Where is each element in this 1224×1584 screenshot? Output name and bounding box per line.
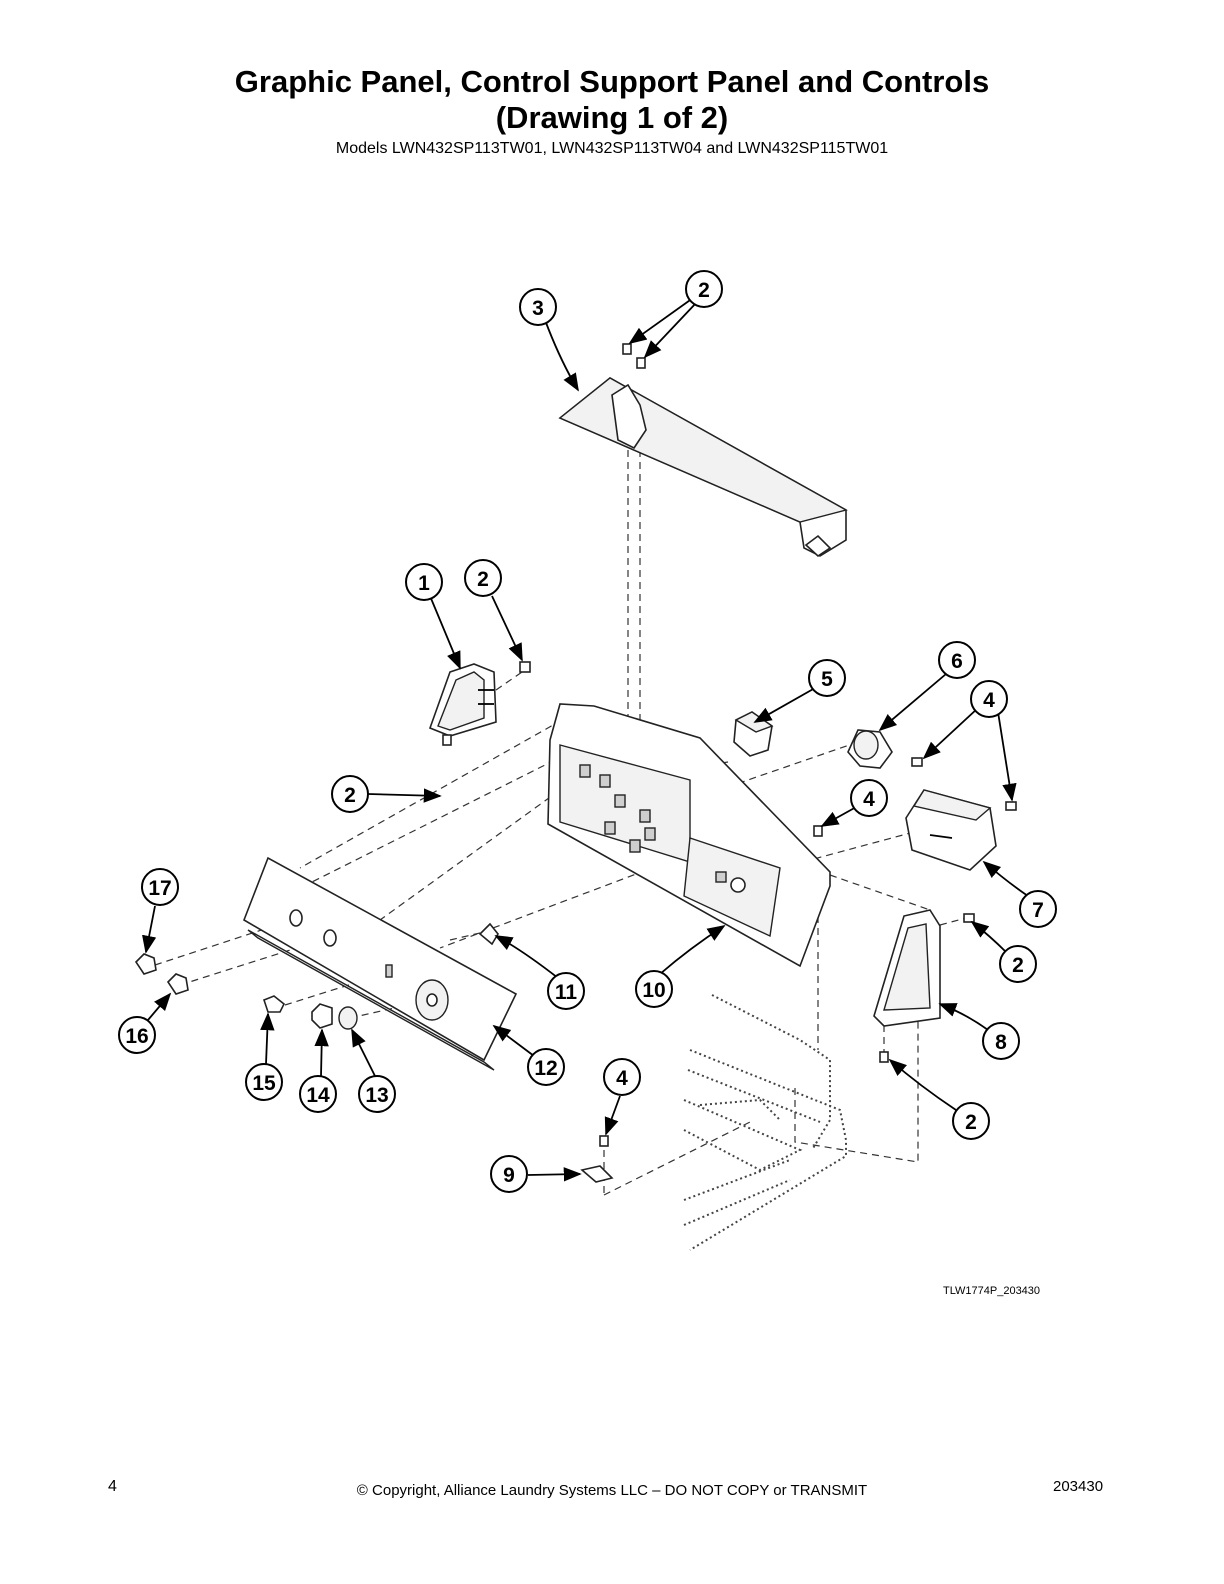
callout-11: 11 xyxy=(547,972,585,1010)
callout-5: 5 xyxy=(808,659,846,697)
callout-2a: 2 xyxy=(685,270,723,308)
svg-text:2: 2 xyxy=(698,279,710,302)
svg-text:13: 13 xyxy=(365,1084,388,1107)
svg-text:4: 4 xyxy=(863,788,875,811)
svg-text:12: 12 xyxy=(534,1057,557,1080)
page-title: Graphic Panel, Control Support Panel and… xyxy=(234,64,990,99)
part-12-graphic-panel xyxy=(243,856,518,1071)
callout-6: 6 xyxy=(938,641,976,679)
part-6-selector-switch xyxy=(847,729,893,769)
svg-text:4: 4 xyxy=(983,689,995,712)
part-15-push-switch xyxy=(263,995,286,1013)
callout-7: 7 xyxy=(1019,890,1057,928)
page-number: 4 xyxy=(108,1478,117,1495)
callout-14: 14 xyxy=(299,1075,337,1113)
callout-4a: 4 xyxy=(970,680,1008,718)
svg-text:3: 3 xyxy=(532,297,544,320)
callout-leader-lines xyxy=(142,297,1029,1182)
cabinet-outline-dotted xyxy=(683,994,847,1251)
svg-text:14: 14 xyxy=(306,1084,330,1107)
callout-1: 1 xyxy=(405,563,443,601)
svg-text:6: 6 xyxy=(951,650,963,673)
drawing-id: TLW1774P_203430 xyxy=(943,1285,1041,1297)
callout-8: 8 xyxy=(982,1022,1020,1060)
svg-text:5: 5 xyxy=(821,668,833,691)
svg-text:15: 15 xyxy=(252,1072,276,1095)
part-7-timer xyxy=(905,789,997,871)
part-17-button xyxy=(134,953,157,975)
callout-16: 16 xyxy=(118,1016,156,1054)
part-11-clip xyxy=(478,922,499,946)
svg-text:2: 2 xyxy=(477,568,489,591)
svg-text:17: 17 xyxy=(148,877,171,900)
callout-2e: 2 xyxy=(952,1102,990,1140)
document-number: 203430 xyxy=(1053,1478,1104,1495)
callout-12: 12 xyxy=(527,1048,565,1086)
part-10-control-support-panel xyxy=(547,703,831,968)
svg-text:2: 2 xyxy=(344,784,356,807)
models-subtitle: Models LWN432SP113TW01, LWN432SP113TW04 … xyxy=(335,140,889,157)
callout-13: 13 xyxy=(358,1075,396,1113)
svg-text:4: 4 xyxy=(616,1067,628,1090)
svg-text:7: 7 xyxy=(1032,899,1044,922)
part-13-knob-cap xyxy=(338,1006,358,1030)
hardware-screws xyxy=(442,343,1017,1147)
part-9-bracket xyxy=(580,1165,614,1183)
callout-10: 10 xyxy=(635,970,673,1008)
callout-15: 15 xyxy=(245,1063,283,1101)
part-1-left-end-cap xyxy=(428,663,497,737)
svg-text:8: 8 xyxy=(995,1031,1007,1054)
callout-17: 17 xyxy=(141,868,179,906)
callout-9: 9 xyxy=(490,1155,528,1193)
callout-3: 3 xyxy=(519,288,557,326)
page-title-drawing-number: (Drawing 1 of 2) xyxy=(495,100,729,135)
callout-2d: 2 xyxy=(999,945,1037,983)
svg-text:2: 2 xyxy=(965,1111,977,1134)
svg-text:16: 16 xyxy=(125,1025,148,1048)
copyright-notice: © Copyright, Alliance Laundry Systems LL… xyxy=(356,1482,868,1499)
callout-4c: 4 xyxy=(603,1058,641,1096)
svg-text:2: 2 xyxy=(1012,954,1024,977)
callout-2b: 2 xyxy=(464,559,502,597)
svg-text:11: 11 xyxy=(555,981,578,1004)
part-8-right-end-cap xyxy=(873,909,941,1027)
svg-text:9: 9 xyxy=(503,1164,515,1187)
part-14-knob xyxy=(311,1003,333,1029)
part-16-button xyxy=(166,973,189,995)
svg-text:10: 10 xyxy=(642,979,665,1002)
part-3-top-rail xyxy=(558,377,848,558)
svg-text:1: 1 xyxy=(418,572,430,595)
callout-4b: 4 xyxy=(850,779,888,817)
callout-2c: 2 xyxy=(331,775,369,813)
part-5-switch xyxy=(733,711,774,757)
